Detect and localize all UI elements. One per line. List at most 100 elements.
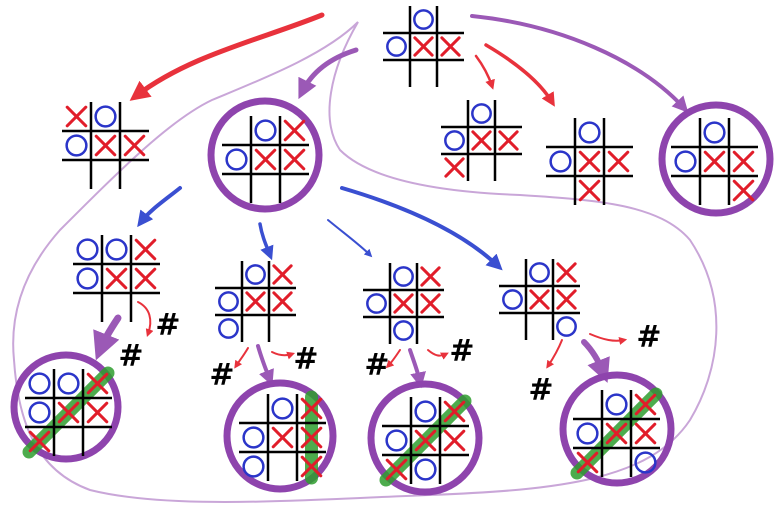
x-mark xyxy=(272,264,293,285)
o-mark xyxy=(242,455,265,478)
move-arrow xyxy=(385,349,401,369)
move-arrow xyxy=(484,43,555,107)
board-l3-c xyxy=(379,394,472,487)
x-mark xyxy=(271,426,294,449)
move-arrow xyxy=(298,47,359,100)
x-mark xyxy=(578,150,601,173)
o-mark xyxy=(218,291,239,312)
x-mark xyxy=(28,430,51,453)
o-mark xyxy=(271,397,294,420)
o-mark xyxy=(242,426,265,449)
o-mark xyxy=(105,238,128,261)
x-mark xyxy=(134,238,157,261)
x-mark xyxy=(443,400,466,423)
o-mark xyxy=(605,393,628,416)
x-mark xyxy=(86,372,109,395)
o-mark xyxy=(225,148,248,171)
o-mark xyxy=(556,316,577,337)
x-mark xyxy=(414,429,437,452)
o-mark xyxy=(393,266,414,287)
winning-board-circle xyxy=(367,380,483,496)
x-mark xyxy=(123,134,146,157)
x-mark xyxy=(578,179,601,202)
x-mark xyxy=(105,267,128,290)
terminal-hash-symbol: # xyxy=(449,334,474,369)
o-mark xyxy=(578,121,601,144)
x-mark xyxy=(420,266,441,287)
move-arrow xyxy=(408,348,426,389)
x-mark xyxy=(444,157,465,178)
move-arrow xyxy=(137,186,182,228)
move-arrow xyxy=(137,301,154,338)
winning-board-circle xyxy=(207,97,323,213)
o-mark xyxy=(28,372,51,395)
move-arrow xyxy=(427,349,449,360)
board-l1-a xyxy=(62,102,149,189)
x-mark xyxy=(529,289,550,310)
o-mark xyxy=(94,105,117,128)
board-l2-c xyxy=(363,263,444,344)
x-mark xyxy=(420,293,441,314)
board-l1-b xyxy=(222,116,309,203)
x-mark xyxy=(134,267,157,290)
x-mark xyxy=(300,426,323,449)
o-mark xyxy=(366,293,387,314)
x-mark xyxy=(300,397,323,420)
x-mark xyxy=(634,422,657,445)
terminal-hash-symbol: # xyxy=(293,342,318,377)
board-l2-a xyxy=(73,235,160,322)
terminal-hash-symbol: # xyxy=(209,358,234,393)
o-mark xyxy=(385,429,408,452)
move-arrow xyxy=(581,339,610,383)
terminal-hash-symbol: # xyxy=(528,373,553,408)
winning-board-circle xyxy=(10,351,122,463)
x-mark xyxy=(283,148,306,171)
move-arrow xyxy=(256,344,274,386)
x-mark xyxy=(634,393,657,416)
o-mark xyxy=(65,134,88,157)
o-mark xyxy=(444,130,465,151)
o-mark xyxy=(218,318,239,339)
terminal-hash-symbol: # xyxy=(118,339,143,374)
o-mark xyxy=(245,264,266,285)
move-arrow xyxy=(340,186,503,271)
move-arrow xyxy=(93,314,122,361)
x-mark xyxy=(86,401,109,424)
o-mark xyxy=(674,150,697,173)
x-mark xyxy=(272,291,293,312)
x-mark xyxy=(65,105,88,128)
board-l3-a xyxy=(22,366,115,459)
board-l3-d xyxy=(570,387,663,480)
o-mark xyxy=(414,400,437,423)
move-arrow xyxy=(327,219,373,258)
move-arrow xyxy=(258,222,274,261)
x-mark xyxy=(443,429,466,452)
move-arrow xyxy=(470,14,689,113)
x-mark xyxy=(471,130,492,151)
o-mark xyxy=(28,401,51,424)
o-mark xyxy=(549,150,572,173)
o-mark xyxy=(76,267,99,290)
x-mark xyxy=(300,455,323,478)
o-mark xyxy=(703,121,726,144)
o-mark xyxy=(471,103,492,124)
x-mark xyxy=(245,291,266,312)
o-mark xyxy=(254,119,277,142)
x-mark xyxy=(94,134,117,157)
x-mark xyxy=(440,36,461,57)
o-mark xyxy=(502,289,523,310)
winning-board-circle xyxy=(559,371,675,487)
x-mark xyxy=(498,130,519,151)
o-mark xyxy=(414,458,437,481)
move-arrow xyxy=(546,339,563,369)
board-l2-d xyxy=(499,259,580,340)
board-root xyxy=(383,6,464,87)
x-mark xyxy=(576,451,599,474)
board-l3-b xyxy=(239,390,326,485)
move-arrow xyxy=(589,333,628,345)
o-mark xyxy=(529,262,550,283)
o-mark xyxy=(413,9,434,30)
board-l2-b xyxy=(215,261,296,342)
